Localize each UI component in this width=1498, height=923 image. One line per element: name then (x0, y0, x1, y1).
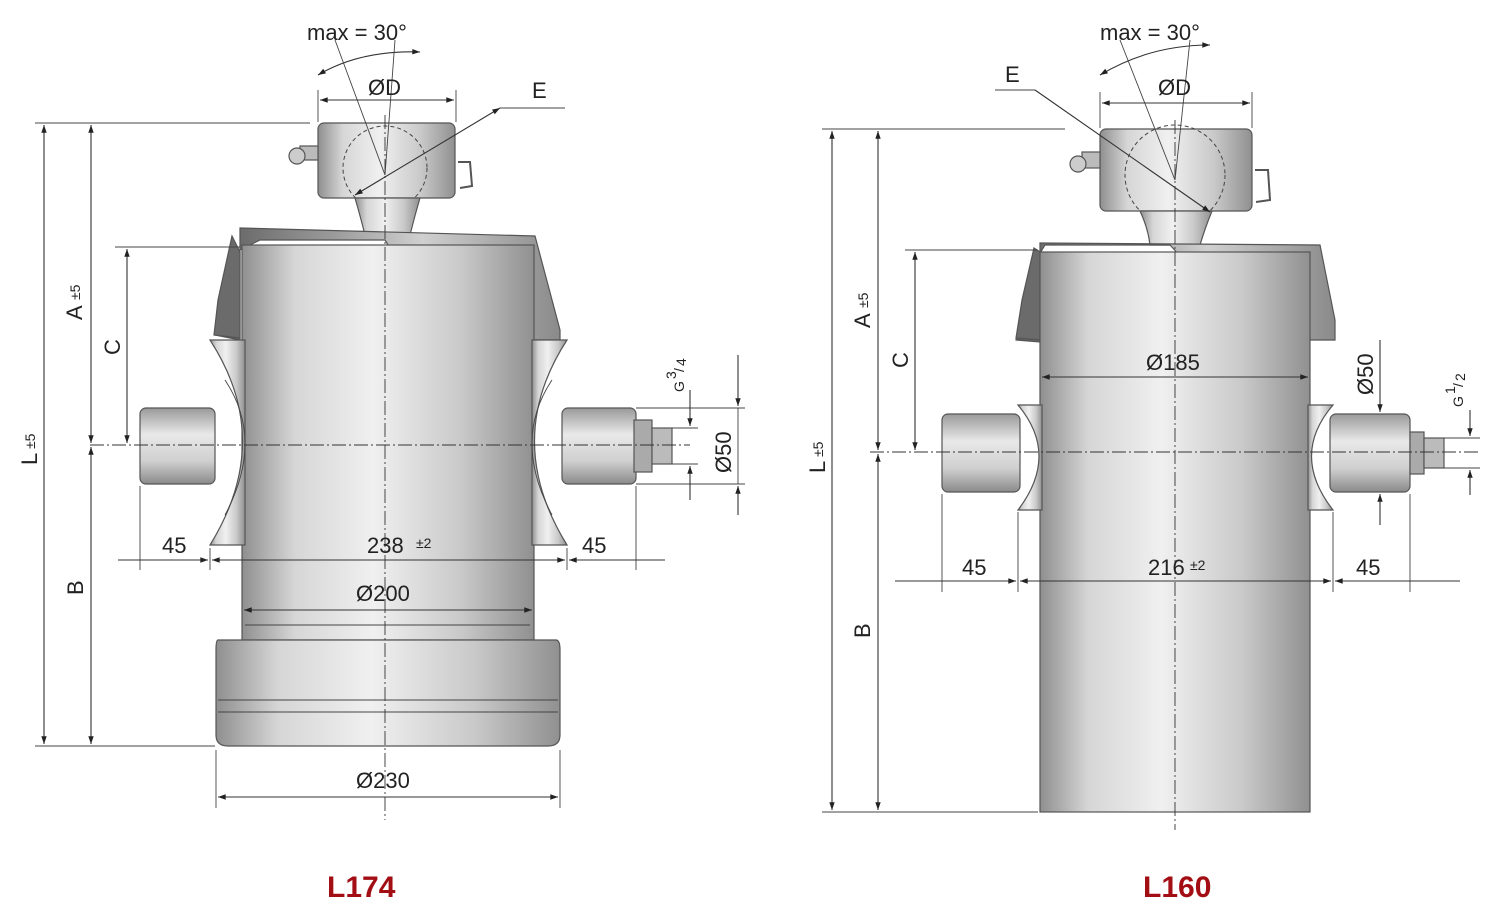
right-max-angle: max = 30° (1100, 20, 1200, 45)
left-dia-d: ØD (368, 75, 401, 100)
right-width-total: 216 (1148, 555, 1185, 580)
right-dia-body: Ø185 (1146, 350, 1200, 375)
right-lug-right (1307, 404, 1335, 511)
left-width-total-tol: ±2 (416, 535, 432, 551)
right-width-left: 45 (962, 555, 986, 580)
left-width-total: 238 (367, 533, 404, 558)
left-a-tol: ±5 (67, 284, 83, 300)
right-pin-right (1329, 413, 1411, 493)
left-max-angle: max = 30° (307, 20, 407, 45)
right-e-label: E (1005, 62, 1020, 87)
right-l-label: L (805, 461, 830, 473)
left-base-ring (215, 639, 561, 747)
left-body (241, 244, 535, 641)
right-a-label: A (850, 313, 875, 328)
left-width-right: 45 (582, 533, 606, 558)
left-lug-right (531, 339, 569, 546)
right-dia-d: ØD (1158, 75, 1191, 100)
svg-text:/: / (1450, 383, 1466, 387)
left-fitting (633, 419, 673, 473)
svg-text:/: / (671, 368, 687, 372)
left-pin-right (561, 407, 637, 485)
right-width-right: 45 (1356, 555, 1380, 580)
left-pin-dia: Ø50 (711, 431, 736, 473)
right-cylinder: TA (822, 39, 1480, 830)
left-l-label: L (17, 453, 42, 465)
right-pipe-thread-sup: 1 (1442, 386, 1458, 394)
left-cylinder: ΓΑ (35, 39, 745, 820)
left-pipe-thread-sup: 3 (663, 371, 679, 379)
left-dia-body: Ø200 (356, 581, 410, 606)
right-l-tol: ±5 (810, 441, 826, 457)
right-fitting (1409, 431, 1445, 475)
left-clip (458, 161, 474, 189)
left-b-label: B (63, 580, 88, 595)
right-a-tol: ±5 (855, 292, 871, 308)
left-pin-left (139, 407, 216, 485)
left-grease-nipple (288, 145, 319, 165)
right-eye-neck (1139, 210, 1213, 246)
right-pin-left (941, 413, 1021, 493)
left-c-label: C (100, 339, 125, 355)
left-pipe-thread-sub: 4 (673, 358, 689, 366)
right-model-label: L160 (1143, 871, 1211, 904)
left-lug-left (208, 339, 246, 546)
right-grease-nipple (1069, 151, 1101, 173)
right-pin-dia: Ø50 (1353, 353, 1378, 395)
left-l-tol: ±5 (22, 433, 38, 449)
left-eye-neck (354, 197, 421, 236)
left-a-label: A (62, 305, 87, 320)
right-lug-left (1016, 404, 1043, 511)
right-clip (1255, 169, 1272, 203)
left-e-label: E (532, 78, 547, 103)
left-width-left: 45 (162, 533, 186, 558)
left-pipe-thread: G (671, 381, 687, 392)
right-pipe-thread-sub: 2 (1452, 373, 1468, 381)
left-model-label: L174 (327, 871, 396, 904)
right-width-total-tol: ±2 (1190, 557, 1206, 573)
right-pipe-thread: G (1450, 396, 1466, 407)
left-dia-base: Ø230 (356, 768, 410, 793)
right-c-label: C (888, 352, 913, 368)
right-b-label: B (850, 623, 875, 638)
